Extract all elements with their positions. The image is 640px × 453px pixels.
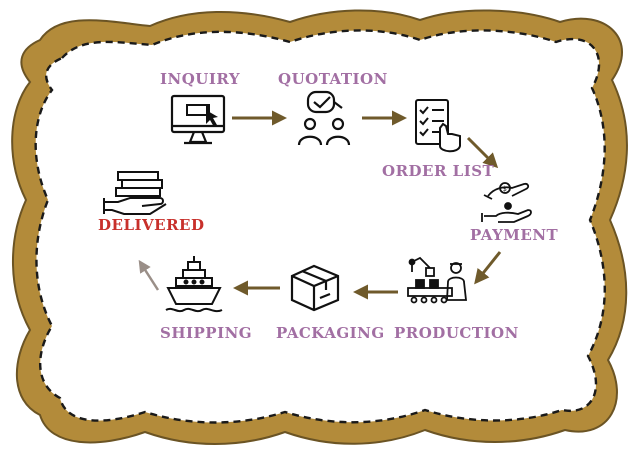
checklist-hand-icon bbox=[415, 99, 461, 153]
label-order-list: ORDER LIST bbox=[382, 162, 495, 180]
arrow-payment-to-production bbox=[474, 251, 502, 285]
computer-monitor-cursor-icon bbox=[170, 94, 226, 145]
package-box-icon bbox=[290, 264, 340, 312]
arrow-orderlist-to-payment bbox=[466, 136, 499, 169]
cargo-ship-icon bbox=[165, 256, 223, 313]
cloud-frame-inner bbox=[34, 29, 606, 424]
svg-text:$: $ bbox=[503, 185, 507, 193]
factory-worker-conveyor-icon bbox=[407, 256, 468, 304]
arrow-shipping-to-delivered bbox=[138, 259, 160, 291]
people-discussion-check-icon bbox=[297, 90, 351, 146]
label-delivered: DELIVERED bbox=[98, 216, 205, 234]
label-inquiry: INQUIRY bbox=[160, 70, 241, 88]
label-packaging: PACKAGING bbox=[276, 324, 385, 342]
label-payment: PAYMENT bbox=[470, 226, 559, 244]
hand-holding-boxes-icon bbox=[103, 171, 167, 215]
label-quotation: QUOTATION bbox=[278, 70, 388, 88]
hand-coin-payment-icon: $ bbox=[481, 182, 532, 223]
label-shipping: SHIPPING bbox=[160, 324, 253, 342]
label-production: PRODUCTION bbox=[394, 324, 519, 342]
